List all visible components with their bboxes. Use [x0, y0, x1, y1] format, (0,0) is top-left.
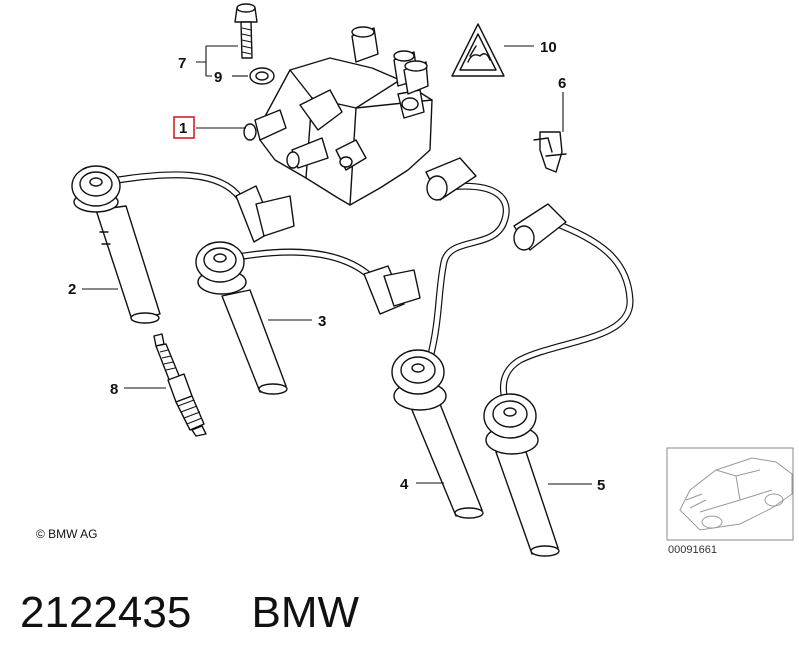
- vehicle-thumbnail: [666, 447, 794, 541]
- callout-2: 2: [68, 281, 76, 298]
- cable-clip: [533, 131, 567, 173]
- ignition-coil: [243, 26, 433, 206]
- ignition-lead-3: [195, 241, 421, 395]
- callout-9: 9: [214, 69, 222, 86]
- coil-bolt: [234, 3, 258, 59]
- callout-10: 10: [540, 39, 557, 56]
- part-footer: 2122435 BMW: [20, 588, 359, 648]
- part-number: 2122435: [20, 588, 192, 637]
- ignition-lead-5: [483, 203, 634, 557]
- brand-name: BMW: [251, 588, 360, 637]
- callout-1: 1: [179, 120, 187, 137]
- ignition-lead-2: [71, 165, 295, 324]
- callout-1-highlight: [173, 116, 195, 139]
- callout-5: 5: [597, 477, 605, 494]
- callout-8: 8: [110, 381, 118, 398]
- callout-4: 4: [400, 476, 409, 493]
- thumbnail-code: 00091661: [668, 544, 717, 556]
- copyright-notice: © BMW AG: [36, 527, 98, 541]
- callout-6: 6: [558, 75, 566, 92]
- callouts: 7 9 1 10 6 2 3 8 4 5: [68, 39, 605, 494]
- spark-plug: [153, 333, 207, 437]
- ignition-lead-4: [391, 157, 510, 519]
- leader-lines: [82, 45, 592, 485]
- washer: [249, 67, 275, 85]
- callout-3: 3: [318, 313, 326, 330]
- warning-triangle-icon: [451, 23, 505, 77]
- callout-7: 7: [178, 55, 186, 72]
